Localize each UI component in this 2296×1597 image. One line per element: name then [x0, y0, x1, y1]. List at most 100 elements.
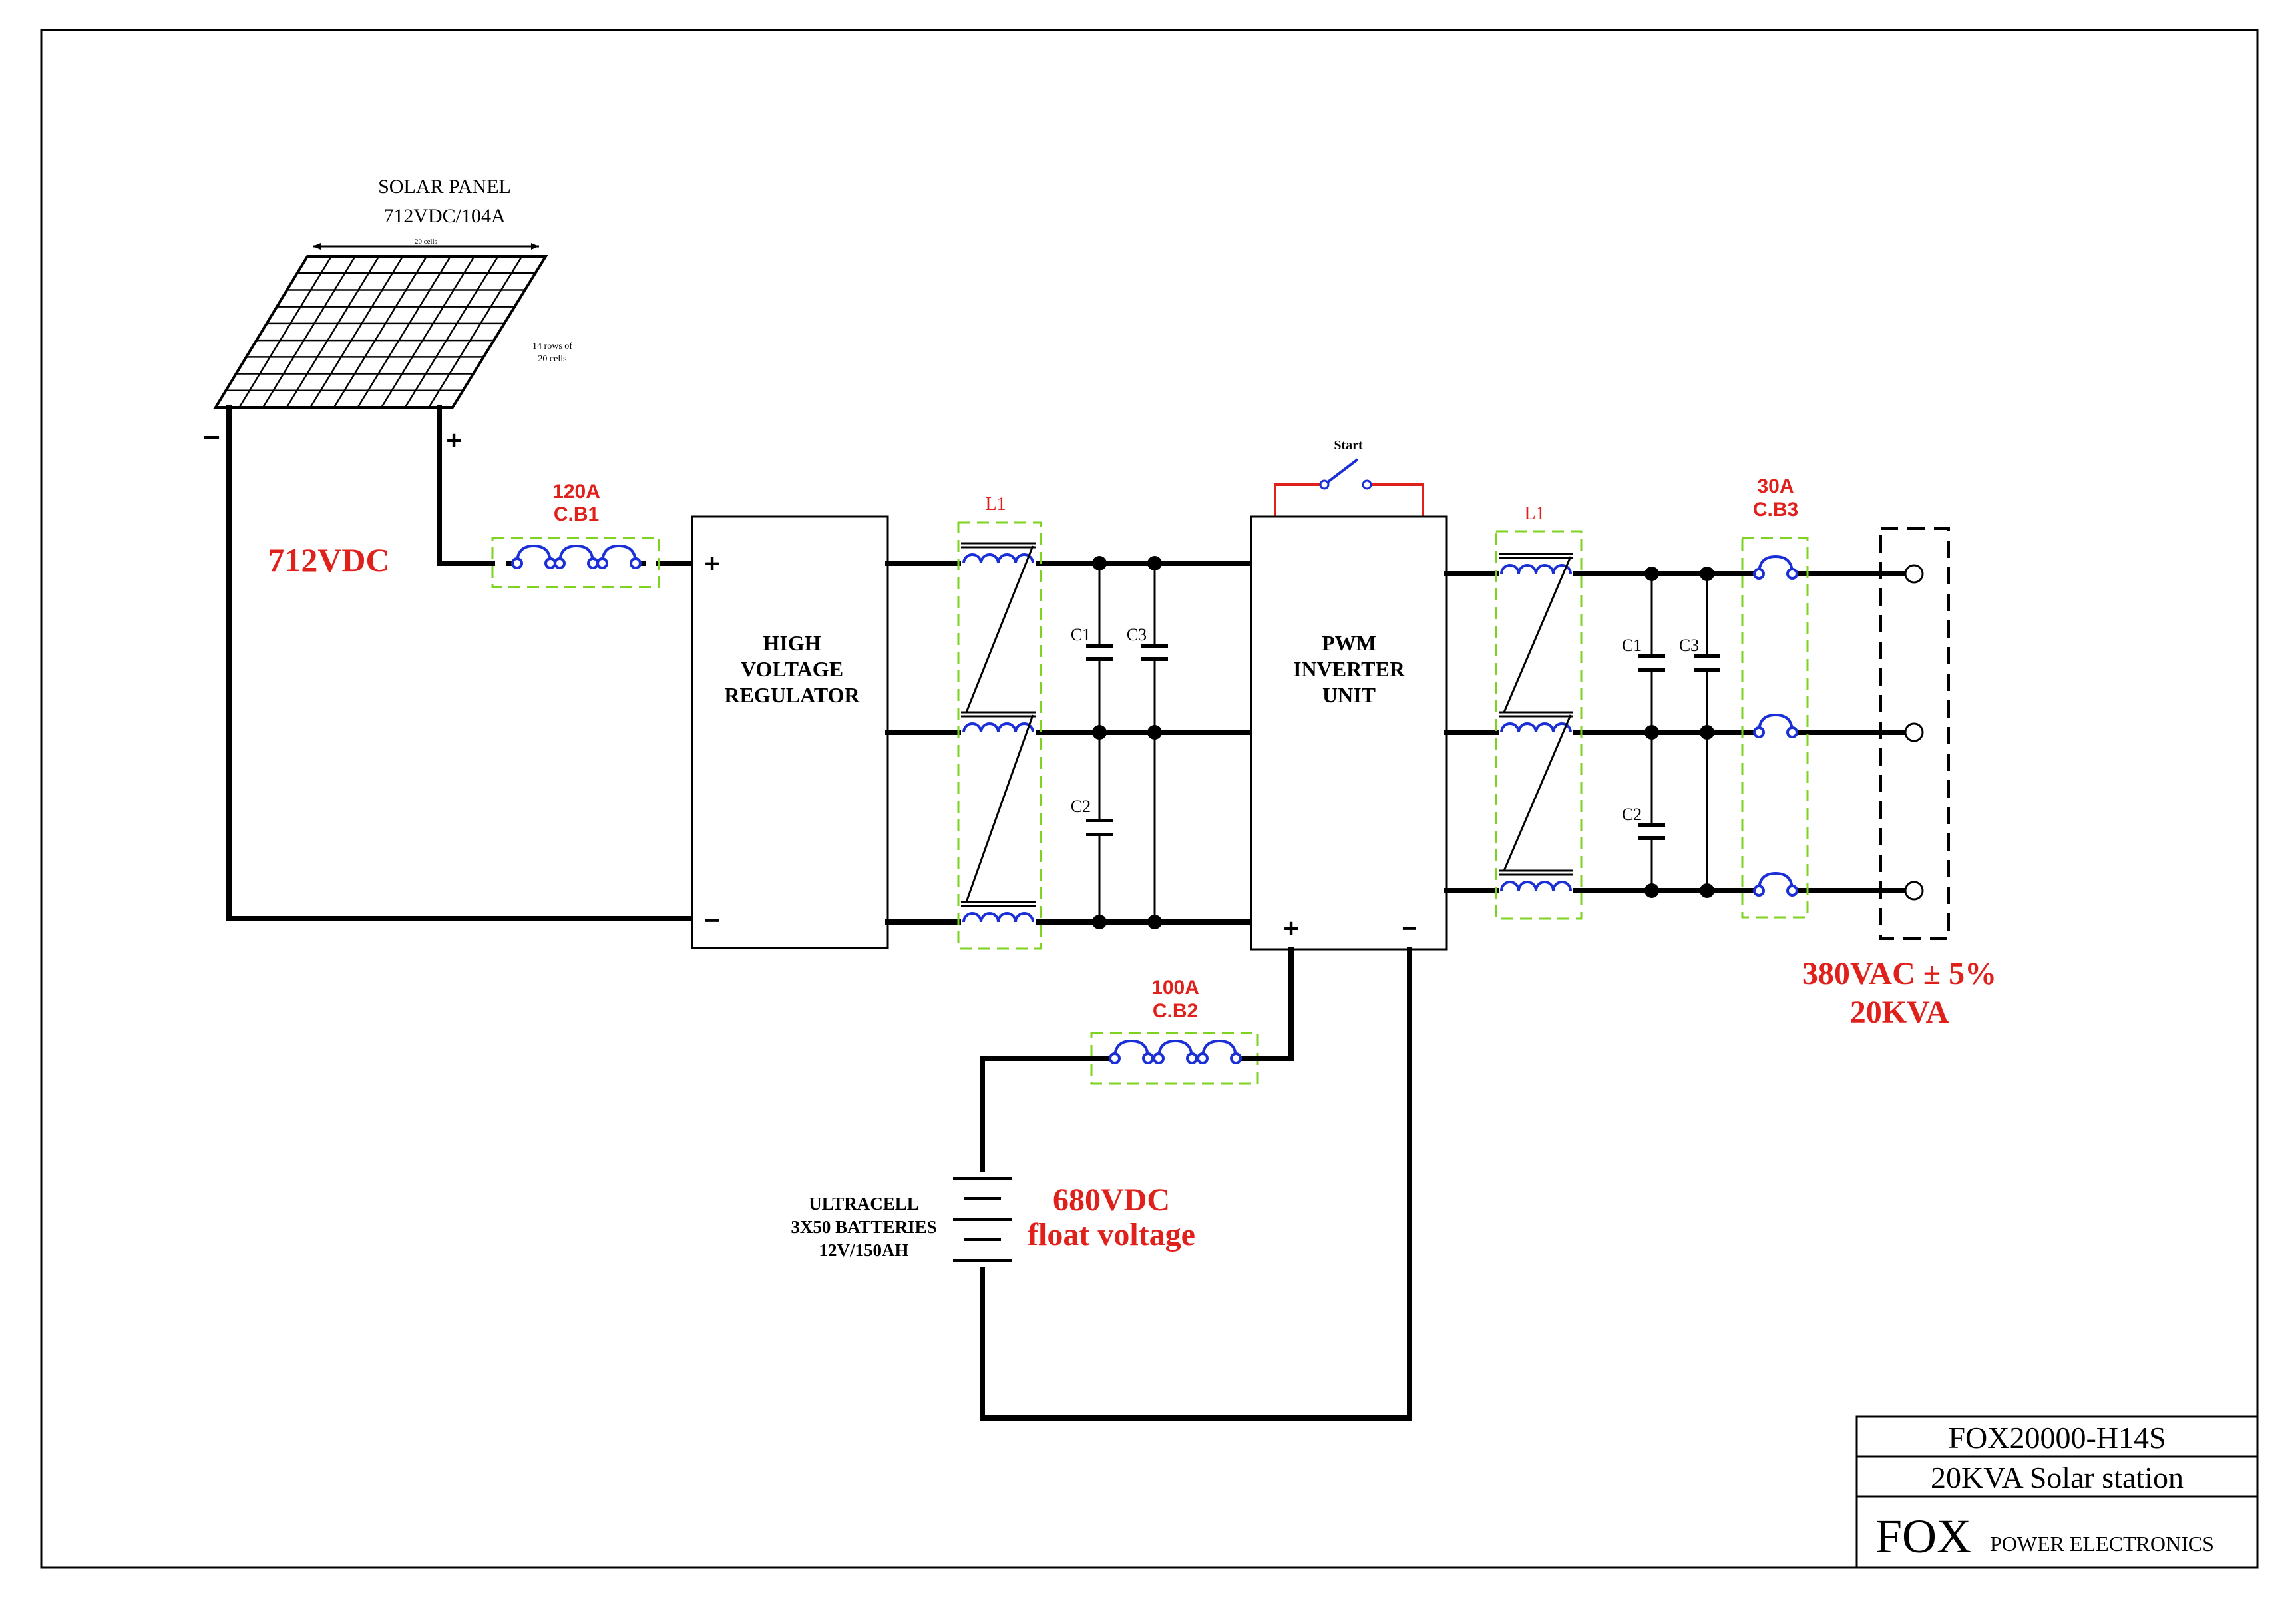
inductor-coil [962, 553, 1034, 564]
left-filter: L1 C1 C2 C3 [957, 494, 1168, 950]
panel-cell-line [238, 256, 332, 408]
breaker-gap [600, 559, 638, 567]
battery-float-label: float voltage [1028, 1217, 1195, 1252]
cb3-rating: 30A [1757, 475, 1794, 497]
panel-cell-line [404, 256, 499, 408]
breaker-gap [514, 559, 553, 567]
node [1700, 883, 1714, 898]
battery-return-wire [980, 947, 1412, 1421]
inductor-coil [962, 912, 1034, 923]
panel-rows-note-2: 20 cells [538, 354, 566, 364]
output-terminal-b[interactable] [1904, 722, 1924, 742]
breaker-contact [1753, 568, 1765, 580]
node [1092, 915, 1107, 929]
inverter-plus-wire [1255, 947, 1294, 1061]
start-switch: Start [1274, 438, 1424, 517]
panel-cell-line [357, 256, 451, 408]
output-terminal-a[interactable] [1904, 564, 1924, 584]
node [1147, 915, 1162, 929]
regulator-line2: VOLTAGE [741, 657, 843, 681]
cb3-name: C.B3 [1753, 499, 1798, 521]
node [1644, 883, 1659, 898]
panel-cell-line [262, 256, 356, 408]
right-l1-enclosure [1495, 530, 1583, 920]
right-filter: L1 C1 C2 C3 [1495, 503, 1720, 920]
regulator-line1: HIGH [763, 631, 821, 655]
right-c2-gap [1634, 826, 1670, 837]
inductor-coupling [1503, 556, 1572, 713]
battery-plus-wire [980, 1056, 1094, 1174]
breaker-contact [544, 557, 556, 569]
breaker-contact [1153, 1052, 1165, 1064]
breaker-contact [1753, 726, 1765, 738]
breaker-arc [1201, 1039, 1237, 1059]
panel-positive-wire [437, 405, 495, 566]
start-label: Start [1334, 438, 1363, 453]
left-l1-enclosure [957, 521, 1042, 950]
left-c3-label: C3 [1127, 625, 1147, 644]
output-terminals: 380VAC ± 5% 20KVA [1802, 527, 1997, 1030]
battery-bank: ULTRACELL 3X50 BATTERIES 12V/150AH 680VD… [791, 1172, 1195, 1267]
panel-cell-line [381, 256, 475, 408]
panel-minus-label: − [203, 421, 220, 454]
title-brand: FOX [1875, 1510, 1971, 1563]
breaker-gap [557, 559, 596, 567]
left-c1-label: C1 [1071, 625, 1091, 644]
start-red-wire-right [1367, 483, 1424, 517]
title-description: 20KVA Solar station [1931, 1461, 2184, 1494]
panel-plus-label: + [446, 426, 461, 455]
node [1700, 725, 1714, 740]
solar-panel: 20 cells SOLAR PANEL 712VDC/104A 14 rows… [203, 176, 572, 455]
title-block-frame [1855, 1415, 2259, 1569]
left-inductors [961, 542, 1036, 926]
drawing-border [40, 29, 2259, 1569]
node [1700, 567, 1714, 581]
breaker-arc [1113, 1039, 1149, 1059]
cb2-rating: 100A [1151, 977, 1199, 999]
start-red-wire-left [1274, 483, 1324, 517]
breaker-contact [1142, 1052, 1154, 1064]
battery-line2: 3X50 BATTERIES [791, 1217, 936, 1237]
output-terminal-c[interactable] [1904, 881, 1924, 901]
inverter-minus: − [1402, 914, 1417, 943]
node [1092, 725, 1107, 740]
breaker-contact [1186, 1052, 1198, 1064]
right-c2-label: C2 [1622, 805, 1642, 824]
solar-panel-rating: 712VDC/104A [383, 205, 506, 227]
output-terminal-block [1879, 527, 1950, 940]
breaker-contact [1109, 1052, 1121, 1064]
breaker-gap [1756, 728, 1795, 736]
breaker-contact [1786, 885, 1798, 897]
title-model: FOX20000-H14S [1948, 1421, 2166, 1455]
battery-line1: ULTRACELL [809, 1194, 919, 1214]
inverter-line2: INVERTER [1293, 657, 1406, 681]
breaker-contact [511, 557, 523, 569]
inductor-coil [1500, 564, 1572, 574]
panel-cell-line [309, 256, 404, 408]
inductor-coil [1500, 881, 1572, 891]
breaker-arc [1758, 713, 1794, 733]
breaker-gap [1756, 570, 1795, 578]
cb3-enclosure [1741, 537, 1809, 919]
breaker-contact [1230, 1052, 1242, 1064]
dc-input-voltage: 712VDC [268, 541, 389, 578]
left-c2-label: C2 [1071, 797, 1091, 816]
panel-cell-line [286, 256, 380, 408]
breaker-arc [601, 544, 637, 564]
circuit-breaker-cb2: 100A C.B2 [1089, 977, 1260, 1085]
output-voltage: 380VAC ± 5% [1802, 956, 1997, 991]
inductor-coupling [965, 714, 1034, 903]
cb2-name: C.B2 [1153, 1000, 1198, 1022]
breaker-arc [1758, 555, 1794, 574]
cb1-rating: 120A [552, 481, 600, 503]
breaker-contact [1197, 1052, 1209, 1064]
pwm-inverter-unit: PWM INVERTER UNIT + − [1250, 515, 1448, 951]
right-c3-label: C3 [1679, 636, 1699, 655]
breaker-arc [1157, 1039, 1193, 1059]
breaker-contact [554, 557, 566, 569]
battery-line3: 12V/150AH [819, 1240, 909, 1260]
left-c2-gap [1081, 822, 1115, 833]
title-brand-sub: POWER ELECTRONICS [1990, 1532, 2214, 1556]
start-switch-blade[interactable] [1323, 458, 1359, 486]
